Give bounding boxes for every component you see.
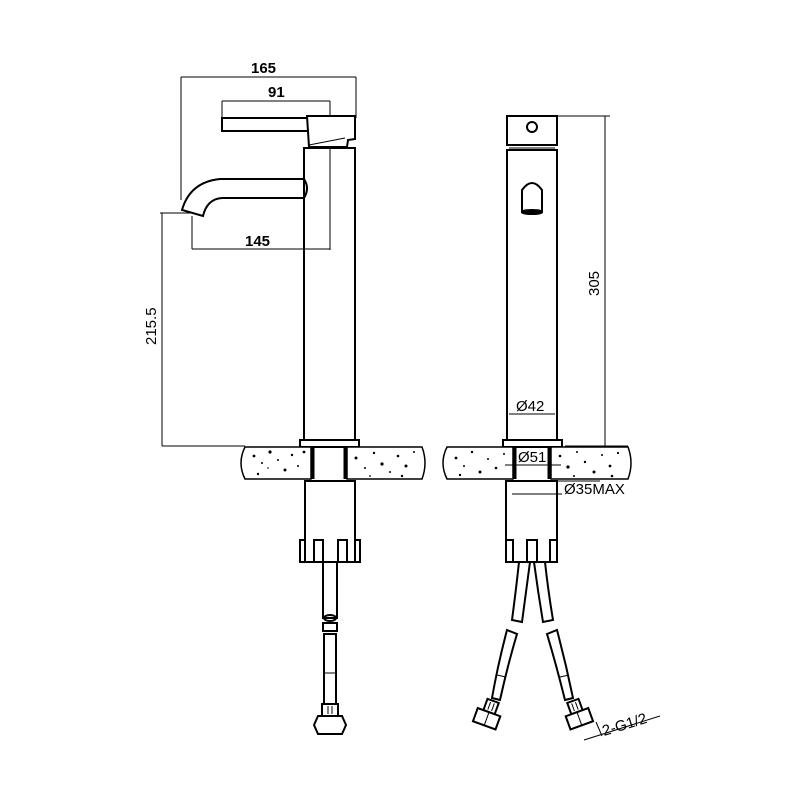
dimension-spout-height: 215.5 [143,212,245,447]
countertop-left [240,446,426,480]
dimension-spout-reach: 145 [191,216,330,250]
spout [180,178,305,218]
dim-label-2-g1-2: 2-G1/2 [600,710,649,740]
hose-right-lower [545,628,575,702]
lever-handle [221,117,309,132]
dimension-overall-height: 305 [557,115,628,447]
front-head [506,115,558,146]
countertop-right [442,446,632,480]
front-view: 305 Ø42 Ø51 [442,115,661,741]
lever-head [305,115,356,148]
dimension-hole-diameter: Ø35MAX [512,480,625,498]
dim-label-215-5: 215.5 [143,307,160,345]
hose-left-upper [510,561,531,624]
hose-nut [312,715,348,735]
threaded-rod [322,561,338,619]
dim-label-o51: Ø51 [518,449,546,466]
dim-label-145: 145 [245,233,270,250]
hose-right-upper [533,561,555,624]
dimension-lever-length: 91 [221,84,331,118]
front-body [506,149,558,441]
dimension-body-diameter: Ø42 [509,398,555,415]
side-view: 165 91 145 215. [143,60,426,735]
base-flange [299,439,360,448]
dim-label-o42: Ø42 [516,398,544,415]
hose-fitting-right [564,697,595,731]
dim-label-165: 165 [251,60,276,77]
dimension-overall-reach: 165 [180,60,357,200]
hose-left-lower [490,628,519,702]
dimension-connection: 2-G1/2 [583,710,661,741]
spout-outlet [521,182,543,213]
dim-label-305: 305 [586,271,603,296]
dim-label-o35max: Ø35MAX [564,481,625,498]
supply-hose [323,633,337,705]
dim-label-91: 91 [268,84,285,101]
dimension-base-diameter: Ø51 [505,449,561,466]
hose-fitting-left [471,697,502,731]
